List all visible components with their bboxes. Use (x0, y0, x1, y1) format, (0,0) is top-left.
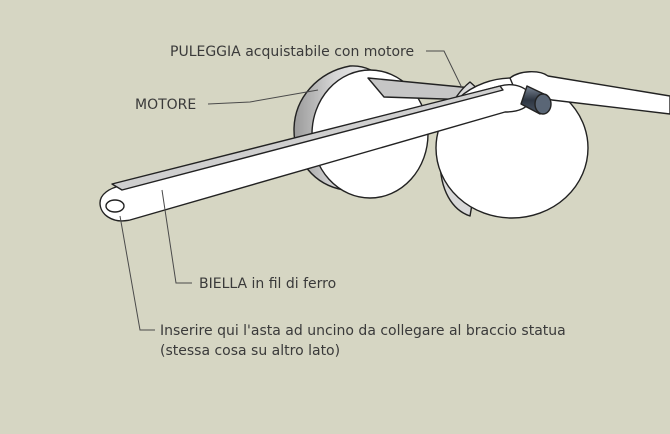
connecting-rod (99, 84, 531, 222)
leader-biella (161, 189, 192, 284)
rod-eye-hole (105, 199, 125, 213)
crank-pin (520, 85, 552, 115)
leader-puleggia (426, 50, 463, 89)
label-inserire-line2: (stessa cosa su altro lato) (160, 343, 340, 359)
leader-motore (207, 89, 319, 105)
label-motore: MOTORE (135, 97, 196, 113)
leader-inserire (119, 215, 155, 331)
label-puleggia: PULEGGIA acquistabile con motore (170, 44, 414, 60)
label-biella: BIELLA in fil di ferro (199, 276, 336, 292)
label-inserire-line1: Inserire qui l'asta ad uncino da collega… (160, 323, 566, 339)
